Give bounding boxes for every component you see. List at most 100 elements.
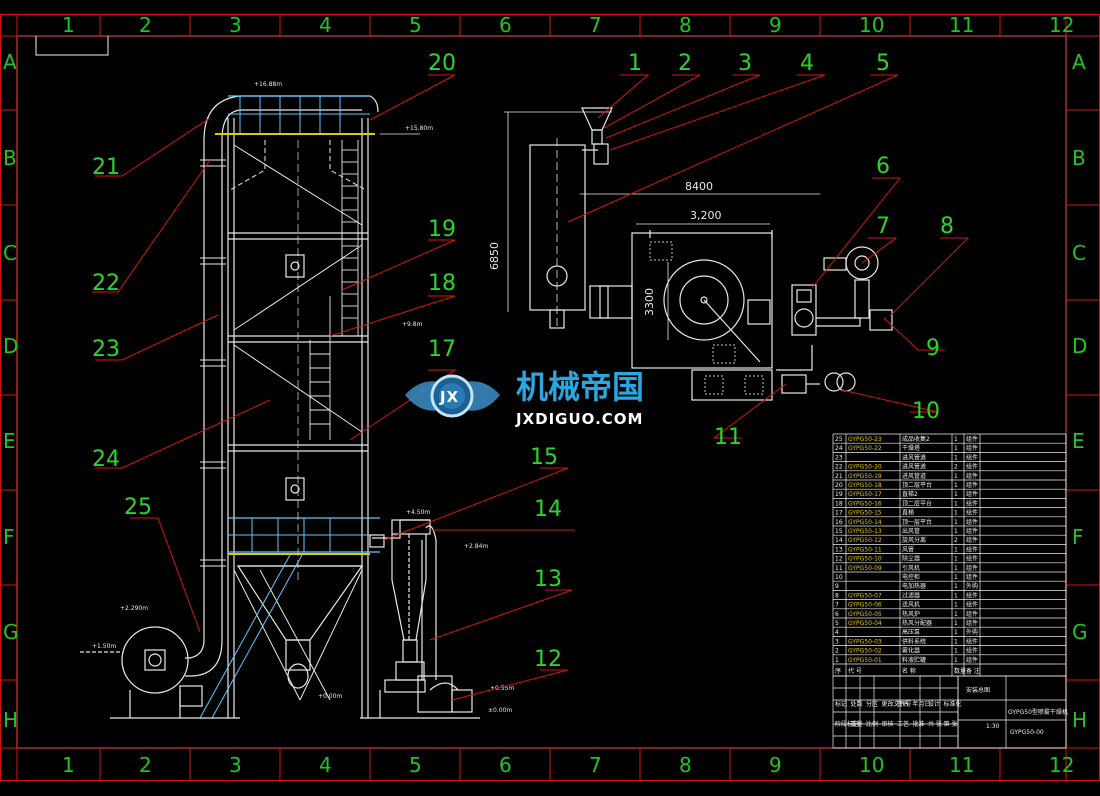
parts-cell: 1 bbox=[954, 611, 958, 618]
parts-cell: 16 bbox=[835, 519, 843, 526]
elev-ground: +0.00m bbox=[318, 693, 342, 700]
parts-header: 数量 bbox=[954, 667, 966, 675]
callout-24: 24 bbox=[92, 447, 120, 472]
parts-cell: 9 bbox=[835, 583, 839, 590]
parts-cell: 1 bbox=[954, 657, 958, 664]
grid-row-left: A bbox=[3, 50, 17, 74]
title-block-label: 标记 bbox=[835, 700, 847, 708]
parts-cell: 1 bbox=[954, 565, 958, 572]
grid-col-bottom: 12 bbox=[1049, 753, 1074, 777]
parts-cell: 组件 bbox=[966, 499, 978, 507]
parts-cell: 14 bbox=[835, 537, 843, 544]
parts-cell: 组件 bbox=[966, 463, 978, 471]
title-block-label: 批准 bbox=[913, 720, 925, 728]
parts-cell: 组件 bbox=[966, 453, 978, 461]
title-block-label: 分区 bbox=[866, 700, 878, 708]
callout-21: 21 bbox=[92, 155, 120, 180]
parts-cell: 干燥塔 bbox=[902, 444, 920, 452]
grid-col-bottom: 9 bbox=[769, 753, 782, 777]
grid-col-top: 8 bbox=[679, 13, 692, 37]
parts-cell: 旋风分离 bbox=[902, 536, 926, 544]
parts-cell: 18 bbox=[835, 500, 843, 507]
parts-cell: 13 bbox=[835, 546, 843, 553]
parts-cell: 5 bbox=[835, 620, 839, 627]
parts-cell: GYPG50-19 bbox=[848, 473, 882, 480]
parts-cell: 1 bbox=[954, 473, 958, 480]
grid-row-left: G bbox=[3, 620, 19, 644]
parts-cell: 17 bbox=[835, 510, 843, 517]
parts-cell: GYPG50-20 bbox=[848, 464, 882, 471]
callout-13: 13 bbox=[534, 567, 562, 592]
callout-25: 25 bbox=[124, 495, 152, 520]
grid-row-right: H bbox=[1072, 708, 1087, 732]
watermark-logo: JX 机械帝国 JXDIGUO.COM bbox=[405, 368, 644, 428]
parts-header: 序 bbox=[835, 667, 841, 675]
parts-cell: 1 bbox=[954, 638, 958, 645]
callout-12: 12 bbox=[534, 647, 562, 672]
parts-cell: 组件 bbox=[966, 490, 978, 498]
parts-cell: 1 bbox=[954, 629, 958, 636]
grid-row-right: F bbox=[1072, 525, 1084, 549]
parts-cell: GYPG50-01 bbox=[848, 657, 882, 664]
elev-cyclone: +4.50m bbox=[406, 509, 430, 516]
grid-row-left: B bbox=[3, 146, 17, 170]
grid-row-right: E bbox=[1072, 429, 1085, 453]
callout-11: 11 bbox=[714, 425, 742, 450]
parts-cell: 组件 bbox=[966, 601, 978, 609]
title-block-label: 年月日 bbox=[913, 700, 931, 708]
grid-row-right: D bbox=[1072, 334, 1087, 358]
parts-cell: 组件 bbox=[966, 481, 978, 489]
parts-cell: 10 bbox=[835, 574, 843, 581]
parts-cell: 20 bbox=[835, 482, 843, 489]
callout-8: 8 bbox=[940, 214, 954, 239]
title-block-label: 更改文件号 bbox=[882, 700, 912, 708]
title-block-label: 重量 bbox=[851, 720, 863, 728]
title-block-label: 共 张 bbox=[928, 720, 942, 728]
parts-cell: 2 bbox=[954, 464, 958, 471]
parts-cell: GYPG50-02 bbox=[848, 648, 882, 655]
dim-8400: 8400 bbox=[685, 180, 713, 193]
parts-cell: 组件 bbox=[966, 564, 978, 572]
parts-cell: 23 bbox=[835, 454, 843, 461]
elev-dust: +2.84m bbox=[464, 543, 488, 550]
callout-1: 1 bbox=[628, 51, 642, 76]
elev-low: +0.55m bbox=[490, 685, 514, 692]
parts-cell: 2 bbox=[835, 648, 839, 655]
callout-6: 6 bbox=[876, 154, 890, 179]
grid-col-top: 1 bbox=[62, 13, 75, 37]
parts-cell: 1 bbox=[835, 657, 839, 664]
parts-header: 备 注 bbox=[966, 667, 980, 675]
parts-cell: 1 bbox=[954, 620, 958, 627]
parts-cell: 4 bbox=[835, 629, 839, 636]
grid-col-bottom: 3 bbox=[229, 753, 242, 777]
parts-cell: GYPG50-05 bbox=[848, 611, 882, 618]
parts-cell: 1 bbox=[954, 574, 958, 581]
parts-cell: 电加热器 bbox=[902, 582, 926, 590]
parts-cell: 组件 bbox=[966, 555, 978, 563]
cyclone-separator bbox=[360, 519, 480, 719]
drawing-title: 安装总图 bbox=[966, 686, 990, 694]
grid-row-right: B bbox=[1072, 146, 1086, 170]
callout-3: 3 bbox=[738, 51, 752, 76]
parts-cell: 1 bbox=[954, 445, 958, 452]
parts-cell: 过滤器 bbox=[902, 591, 920, 599]
grid-col-top: 10 bbox=[859, 13, 884, 37]
parts-cell: 雾化器 bbox=[902, 647, 920, 655]
parts-cell: 1 bbox=[954, 491, 958, 498]
parts-cell: 送风机 bbox=[902, 601, 920, 609]
callout-15: 15 bbox=[530, 445, 558, 470]
parts-cell: 出风管 bbox=[902, 527, 920, 535]
grid-row-left: H bbox=[3, 708, 18, 732]
grid-col-top: 5 bbox=[409, 13, 422, 37]
parts-cell: 除尘器 bbox=[902, 555, 920, 563]
callout-19: 19 bbox=[428, 217, 456, 242]
parts-cell: 组件 bbox=[966, 472, 978, 480]
grid-row-right: A bbox=[1072, 50, 1086, 74]
parts-cell: GYPG50-07 bbox=[848, 592, 882, 599]
watermark-cn: 机械帝国 bbox=[516, 368, 644, 406]
parts-cell: 2 bbox=[954, 537, 958, 544]
parts-cell: 组件 bbox=[966, 619, 978, 627]
parts-cell: GYPG50-13 bbox=[848, 528, 882, 535]
grid-row-left: E bbox=[3, 429, 16, 453]
